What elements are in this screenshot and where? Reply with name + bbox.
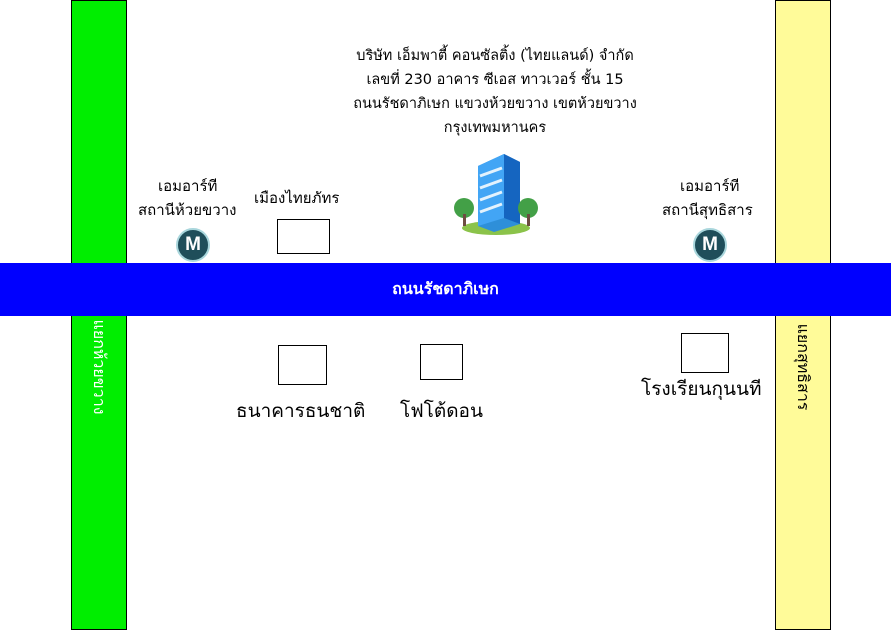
right-road-label: แยกสุทธิสาร (794, 323, 813, 411)
landmark-school-box (681, 333, 729, 373)
landmark-bank-label: ธนาคารธนชาติ (236, 400, 366, 422)
address-line-4: กรุงเทพมหานคร (443, 120, 547, 136)
landmark-mueang-thai-label: เมืองไทยภัทร (254, 189, 340, 207)
main-road-label: ถนนรัชดาภิเษก (392, 279, 499, 298)
building-icon (454, 154, 538, 235)
landmark-school-label: โรงเรียนกุนนที (641, 378, 762, 400)
landmark-photo-box (420, 344, 463, 380)
left-road-label: แยกห้วยขวาง (90, 319, 109, 415)
landmark-photo-label: โฟโต้ดอน (400, 400, 483, 422)
station-sutthisan-label-1: เอมอาร์ที (680, 177, 740, 195)
station-sutthisan-label-2: สถานีสุทธิสาร (662, 201, 753, 219)
address-line-1: บริษัท เอ็มพาตี้ คอนซัลติ้ง (ไทยแลนด์) จ… (356, 48, 634, 64)
mrt-icon: M (693, 228, 727, 262)
main-road (0, 263, 891, 316)
station-huai-khwang-label-2: สถานีห้วยขวาง (138, 201, 237, 219)
station-huai-khwang-label-1: เอมอาร์ที (158, 177, 218, 195)
mrt-icon: M (176, 228, 210, 262)
landmark-bank-box (278, 345, 327, 385)
address-line-2: เลขที่ 230 อาคาร ซีเอส ทาวเวอร์ ชั้น 15 (366, 72, 624, 88)
company-address: บริษัท เอ็มพาตี้ คอนซัลติ้ง (ไทยแลนด์) จ… (300, 44, 690, 140)
address-line-3: ถนนรัชดาภิเษก แขวงห้วยขวาง เขตห้วยขวาง (353, 96, 637, 112)
landmark-mueang-thai-box (277, 219, 330, 254)
